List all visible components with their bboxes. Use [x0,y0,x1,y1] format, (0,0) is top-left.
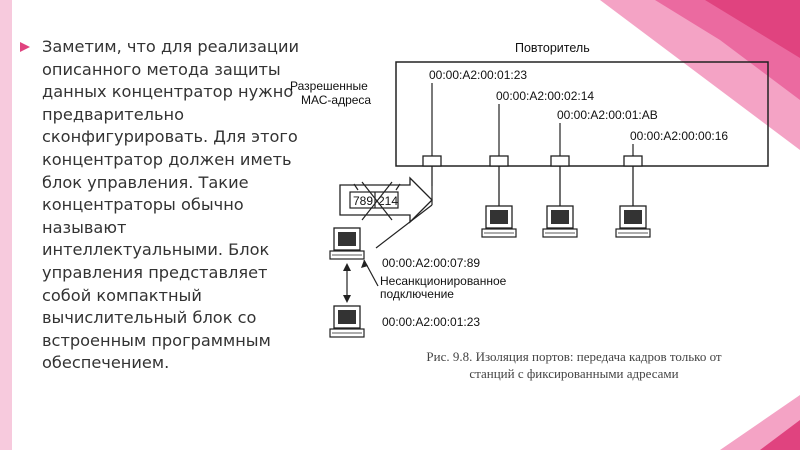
deco-shape-top-right-accent [705,0,800,58]
repeater-box [395,61,769,167]
figure-caption: Рис. 9.8. Изоляция портов: передача кадр… [426,349,722,381]
blocked-frame-arrow [339,176,433,224]
unauthorized-label-line1: Несанкционированное [380,274,507,288]
deco-shape-left-band [0,0,12,450]
unauthorized-pointer-head [361,260,368,268]
port-1 [422,155,442,167]
port-3 [550,155,570,167]
legit-station-address: 00:00:A2:00:01:23 [382,315,480,329]
computer-icon-station-2 [481,205,517,238]
computer-icon-station-3 [542,205,578,238]
port-2 [489,155,509,167]
bullet-arrow-icon [20,42,30,52]
allowed-address-1: 00:00:A2:00:01:23 [429,68,527,82]
allowed-address-2: 00:00:A2:00:02:14 [496,89,594,103]
port-4 [623,155,643,167]
computer-icon-legit-station [329,305,365,338]
swap-arrow-head-down [343,295,351,303]
computer-icon-station-4 [615,205,651,238]
allowed-mac-label-line1: Разрешенные [290,79,368,93]
swap-arrow-head-up [343,263,351,271]
frame-address-part-2: 214 [378,194,398,208]
computer-icon-intruder [329,227,365,260]
allowed-address-4: 00:00:A2:00:00:16 [630,129,728,143]
cable-to-intruder [375,204,433,249]
repeater-label: Повторитель [515,41,590,55]
allowed-mac-label-line2: МАС-адреса [301,93,371,107]
frame-address-part-1: 789 [353,194,373,208]
cross-out-mark [353,181,401,221]
port-isolation-diagram: Повторитель Разрешенные МАС-адреса 00:00… [290,41,769,338]
unauthorized-label-line2: подключение [380,287,454,301]
bullet-text: Заметим, что для реализации описанного м… [42,37,299,373]
intruder-address: 00:00:A2:00:07:89 [382,256,480,270]
allowed-address-3: 00:00:A2:00:01:AB [557,108,658,122]
deco-shape-bottom-right-accent [760,420,800,450]
